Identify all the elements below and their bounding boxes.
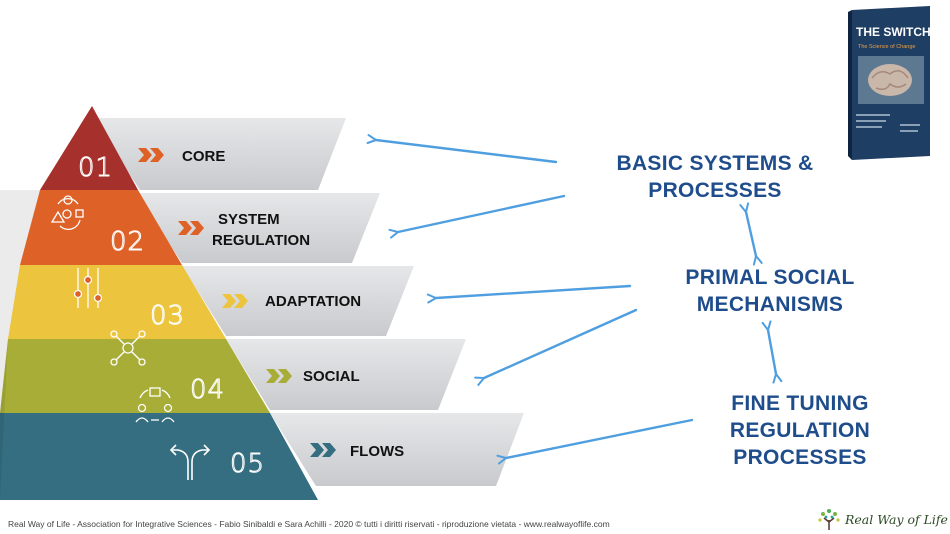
arrow-basic-to-system-regulation — [388, 194, 566, 239]
tier-number-4: 04 — [190, 375, 225, 405]
arrow-fine-to-flows — [496, 418, 694, 465]
tier-label-flows: FLOWS — [350, 443, 404, 460]
label-basic-line-2: PROCESSES — [648, 179, 782, 202]
tier-label-adaptation: ADAPTATION — [265, 293, 361, 310]
tier-number-5: 05 — [230, 449, 265, 479]
chevron-icon-3 — [222, 294, 248, 308]
label-basic-systems: BASIC SYSTEMS & PROCESSES — [600, 150, 830, 204]
tier-4-segment — [0, 339, 270, 413]
tier-band-1 — [92, 118, 346, 190]
arrow-primal-to-social — [474, 308, 638, 386]
tier-label-system: SYSTEM — [218, 211, 280, 228]
tier-number-2: 02 — [110, 227, 145, 257]
arrow-basic-to-core — [366, 134, 558, 164]
tier-number-3: 03 — [150, 301, 185, 331]
cycle-process-icon — [50, 195, 84, 230]
label-fine-line-1: FINE TUNING — [731, 392, 869, 415]
split-arrows-icon — [169, 444, 211, 480]
tier-label-regulation: REGULATION — [212, 232, 310, 249]
brand-name: Real Way of Life — [845, 512, 948, 527]
tree-logo-icon — [818, 509, 840, 530]
footer-copyright: Real Way of Life - Association for Integ… — [8, 519, 610, 529]
label-basic-line-1: BASIC SYSTEMS & — [616, 152, 814, 175]
book-cover: THE SWITCH The Science of Change — [848, 6, 932, 162]
tier-band-3 — [182, 266, 414, 336]
tier-3-segment — [8, 265, 226, 339]
arrow-primal-to-adaptation — [426, 284, 632, 304]
tier-label-social: SOCIAL — [303, 368, 360, 385]
brand-logo: Real Way of Life — [815, 508, 948, 532]
label-fine-line-3: PROCESSES — [733, 446, 867, 469]
chevron-icon-1 — [138, 148, 164, 162]
label-fine-tuning: FINE TUNING REGULATION PROCESSES — [705, 390, 895, 471]
tier-2-segment — [20, 190, 182, 265]
tier-number-1: 01 — [78, 153, 113, 183]
network-nodes-icon — [110, 330, 146, 366]
chevron-icon-4 — [266, 369, 292, 383]
sliders-icon — [73, 268, 103, 308]
arrow-primal-fine — [761, 320, 783, 384]
tier-band-5 — [270, 413, 524, 486]
arrow-basic-primal — [739, 202, 763, 266]
label-primal-line-1: PRIMAL SOCIAL — [685, 266, 855, 289]
brain-icon — [868, 64, 912, 96]
tier-5-segment — [0, 413, 318, 500]
tier-1-segment — [40, 106, 138, 190]
book-subtitle: The Science of Change — [858, 44, 915, 50]
tier-band-4 — [226, 339, 466, 410]
book-title: THE SWITCH — [856, 25, 931, 39]
chevron-icon-5 — [310, 443, 336, 457]
label-fine-line-2: REGULATION — [729, 419, 871, 442]
label-primal-line-2: MECHANISMS — [696, 293, 844, 316]
tier-label-core: CORE — [182, 148, 225, 165]
label-primal-social: PRIMAL SOCIAL MECHANISMS — [660, 264, 880, 318]
people-exchange-icon — [135, 387, 175, 423]
chevron-icon-2 — [178, 221, 204, 235]
tier-band-2 — [136, 193, 380, 263]
